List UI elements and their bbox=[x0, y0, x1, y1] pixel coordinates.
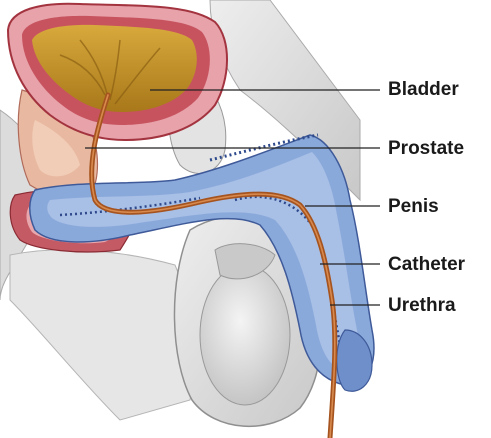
label-urethra: Urethra bbox=[388, 296, 456, 315]
label-penis: Penis bbox=[388, 197, 439, 216]
label-prostate: Prostate bbox=[388, 139, 464, 158]
label-catheter: Catheter bbox=[388, 255, 465, 274]
label-bladder: Bladder bbox=[388, 80, 459, 99]
